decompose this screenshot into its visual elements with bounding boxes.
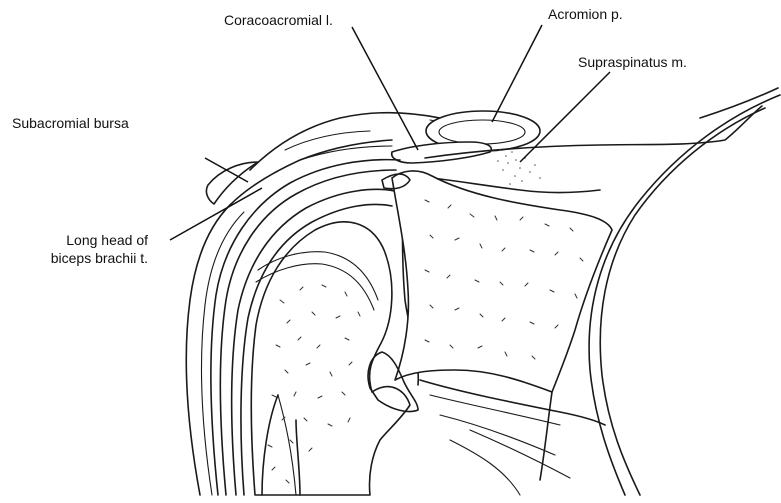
- thoracic-wall-inner: [600, 108, 765, 495]
- label-biceps-line1: Long head of: [66, 232, 148, 248]
- supraspinatus-stipple: [497, 149, 541, 185]
- label-acromion: Acromion p.: [548, 6, 623, 22]
- bursa-fold: [206, 162, 258, 204]
- label-subacromial-bursa: Subacromial bursa: [12, 115, 129, 131]
- supraspinatus-leader: [520, 72, 610, 162]
- humeral-head: [251, 222, 410, 495]
- label-supraspinatus: Supraspinatus m.: [578, 54, 687, 70]
- subacromial-bursa-leader: [205, 158, 248, 182]
- biceps-leader: [170, 188, 262, 240]
- trapezius-top: [700, 88, 778, 118]
- glenoid-scapula: [392, 171, 612, 392]
- label-biceps-line2: biceps brachii t.: [51, 250, 148, 266]
- acromion-leader: [492, 25, 542, 122]
- scapula-lateral-edge: [540, 392, 552, 480]
- label-coracoacromial: Coracoacromial l.: [224, 12, 333, 28]
- thoracic-wall-outer: [589, 95, 780, 495]
- scapula-lower-border: [420, 380, 605, 425]
